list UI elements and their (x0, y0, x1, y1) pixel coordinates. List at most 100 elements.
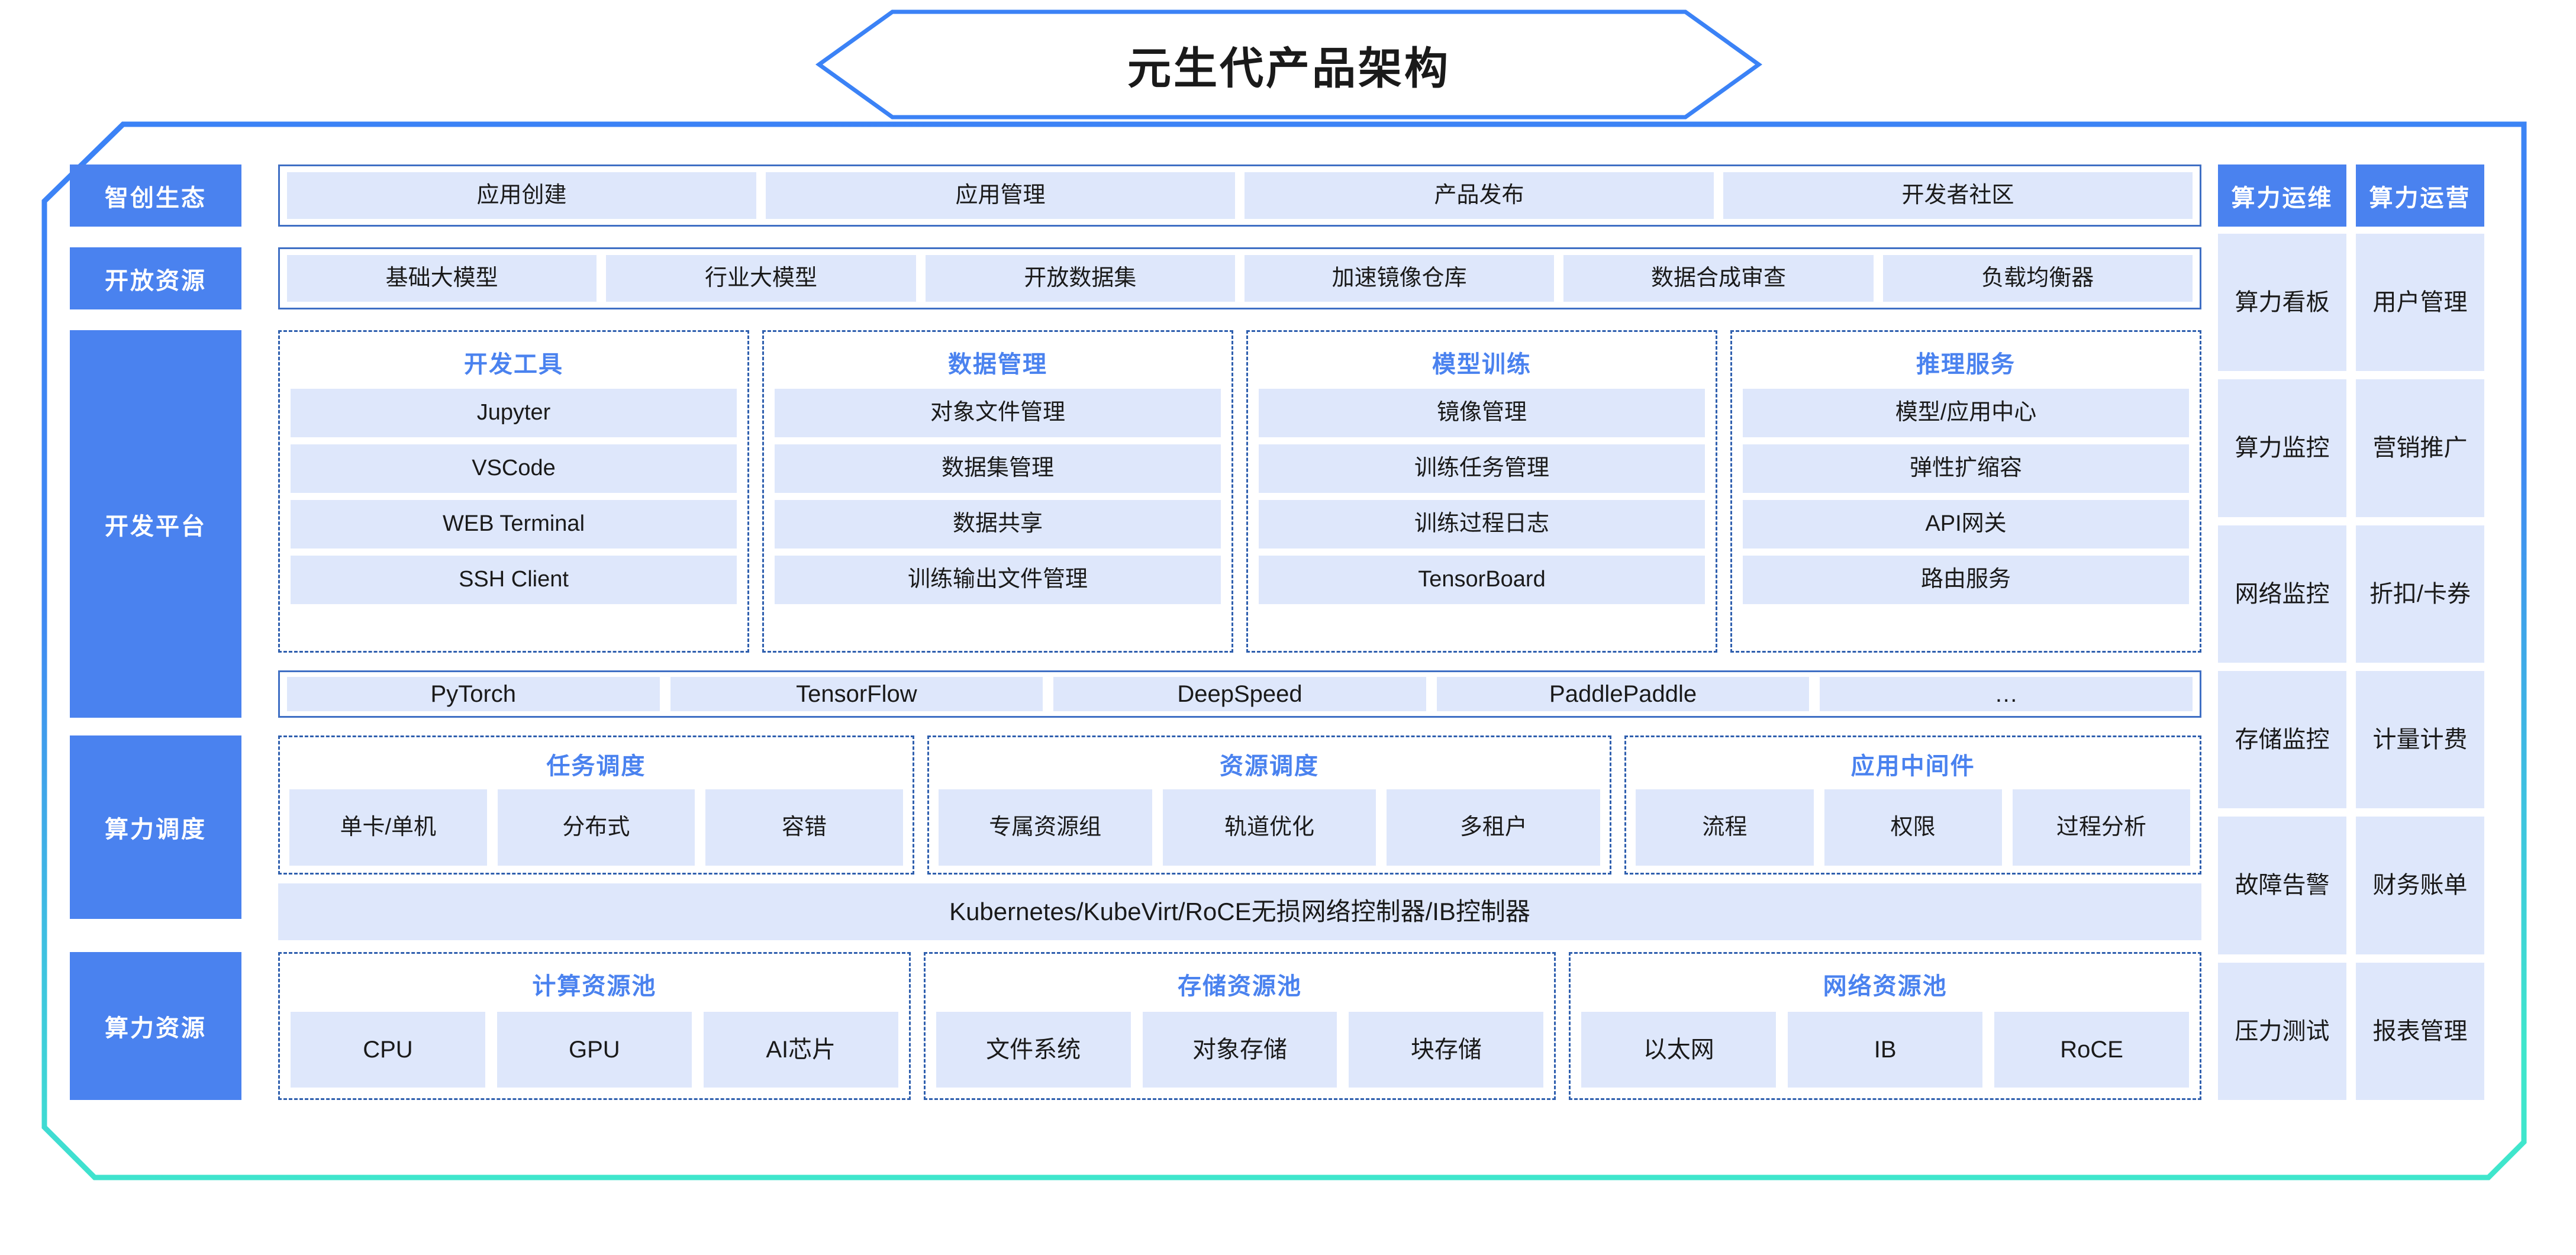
sched-group-task: 任务调度 单卡/单机 分布式 容错 (278, 735, 914, 875)
dev-data-item-1[interactable]: 数据集管理 (775, 444, 1221, 493)
res-storage-item-0[interactable]: 文件系统 (936, 1012, 1131, 1088)
sidebar-ops-item-1[interactable]: 算力监控 (2218, 379, 2346, 517)
eco-item-2[interactable]: 产品发布 (1245, 172, 1714, 219)
sidebar-ops-item-5[interactable]: 压力测试 (2218, 962, 2346, 1100)
sidebar-ops-item-4[interactable]: 故障告警 (2218, 817, 2346, 954)
res-network-item-0[interactable]: 以太网 (1581, 1012, 1777, 1088)
platform-bar-wrap: Kubernetes/KubeVirt/RoCE无损网络控制器/IB控制器 (278, 883, 2201, 940)
framework-item-1[interactable]: TensorFlow (670, 677, 1043, 711)
res-compute-item-2[interactable]: AI芯片 (703, 1012, 898, 1088)
sidebar-operations-item-5[interactable]: 报表管理 (2356, 962, 2484, 1100)
eco-item-0[interactable]: 应用创建 (287, 172, 756, 219)
dev-training-item-2[interactable]: 训练过程日志 (1259, 500, 1705, 549)
dev-group-tools-title: 开发工具 (464, 351, 563, 378)
res-group-network-title: 网络资源池 (1823, 973, 1948, 999)
dev-data-item-2[interactable]: 数据共享 (775, 500, 1221, 549)
open-item-0[interactable]: 基础大模型 (287, 255, 597, 302)
res-storage-item-1[interactable]: 对象存储 (1142, 1012, 1337, 1088)
sched-middleware-item-2[interactable]: 过程分析 (2012, 789, 2191, 866)
sched-group-resource-title: 资源调度 (1220, 753, 1320, 779)
dev-tools-item-1[interactable]: VSCode (291, 444, 737, 493)
row-label-scheduling: 算力调度 (70, 735, 241, 919)
res-group-storage: 存储资源池 文件系统 对象存储 块存储 (923, 952, 1556, 1100)
platform-bar[interactable]: Kubernetes/KubeVirt/RoCE无损网络控制器/IB控制器 (278, 883, 2201, 940)
dev-tools-item-2[interactable]: WEB Terminal (291, 500, 737, 549)
open-item-1[interactable]: 行业大模型 (606, 255, 916, 302)
sidebar-operations-item-0[interactable]: 用户管理 (2356, 234, 2484, 372)
dev-data-item-0[interactable]: 对象文件管理 (775, 389, 1221, 437)
dev-training-item-3[interactable]: TensorBoard (1259, 556, 1705, 604)
sched-task-item-0[interactable]: 单卡/单机 (289, 789, 487, 866)
row-open-resource: 基础大模型 行业大模型 开放数据集 加速镜像仓库 数据合成审查 负载均衡器 (278, 247, 2201, 309)
title-banner: 元生代产品架构 (815, 8, 1762, 121)
scheduling-groups: 任务调度 单卡/单机 分布式 容错 资源调度 专属资源组 轨道优化 多租户 应用… (278, 735, 2201, 875)
frameworks-row: PyTorch TensorFlow DeepSpeed PaddlePaddl… (278, 670, 2201, 718)
sidebar-operations-item-1[interactable]: 营销推广 (2356, 379, 2484, 517)
sched-task-item-2[interactable]: 容错 (705, 789, 903, 866)
sched-resource-item-1[interactable]: 轨道优化 (1162, 789, 1376, 866)
sched-group-middleware: 应用中间件 流程 权限 过程分析 (1624, 735, 2201, 875)
dev-tools-item-0[interactable]: Jupyter (291, 389, 737, 437)
row-label-ecosystem: 智创生态 (70, 164, 241, 227)
dev-training-item-1[interactable]: 训练任务管理 (1259, 444, 1705, 493)
eco-item-1[interactable]: 应用管理 (766, 172, 1235, 219)
dev-group-training-title: 模型训练 (1432, 351, 1532, 378)
dev-platform-groups: 开发工具 Jupyter VSCode WEB Terminal SSH Cli… (278, 330, 2201, 653)
res-network-item-1[interactable]: IB (1788, 1012, 1983, 1088)
sidebar-head-ops: 算力运维 (2218, 164, 2346, 227)
res-compute-item-1[interactable]: GPU (496, 1012, 692, 1088)
framework-item-2[interactable]: DeepSpeed (1053, 677, 1426, 711)
res-storage-item-2[interactable]: 块存储 (1349, 1012, 1544, 1088)
sidebar-column-ops: 算力运维 算力看板 算力监控 网络监控 存储监控 故障告警 压力测试 (2218, 164, 2346, 1100)
dev-inference-item-3[interactable]: 路由服务 (1743, 556, 2189, 604)
open-item-2[interactable]: 开放数据集 (925, 255, 1235, 302)
sidebar-operations-item-3[interactable]: 计量计费 (2356, 670, 2484, 809)
sched-task-item-1[interactable]: 分布式 (497, 789, 695, 866)
res-group-storage-title: 存储资源池 (1178, 973, 1302, 999)
sched-middleware-item-1[interactable]: 权限 (1824, 789, 2002, 866)
res-group-network: 网络资源池 以太网 IB RoCE (1569, 952, 2202, 1100)
dev-group-inference: 推理服务 模型/应用中心 弹性扩缩容 API网关 路由服务 (1730, 330, 2201, 653)
open-item-4[interactable]: 数据合成审查 (1563, 255, 1874, 302)
page-title: 元生代产品架构 (1127, 43, 1450, 93)
sched-middleware-item-0[interactable]: 流程 (1636, 789, 1814, 866)
compute-resource-groups: 计算资源池 CPU GPU AI芯片 存储资源池 文件系统 对象存储 块存储 网… (278, 952, 2202, 1100)
row-label-dev-platform: 开发平台 (70, 330, 241, 718)
sidebar-head-operations: 算力运营 (2356, 164, 2484, 227)
dev-training-item-0[interactable]: 镜像管理 (1259, 389, 1705, 437)
row-label-open-resource: 开放资源 (70, 247, 241, 309)
sched-resource-item-2[interactable]: 多租户 (1387, 789, 1601, 866)
right-sidebar: 算力运维 算力看板 算力监控 网络监控 存储监控 故障告警 压力测试 算力运营 … (2218, 164, 2484, 1100)
dev-group-training: 模型训练 镜像管理 训练任务管理 训练过程日志 TensorBoard (1246, 330, 1717, 653)
res-compute-item-0[interactable]: CPU (291, 1012, 485, 1088)
framework-item-4[interactable]: … (1820, 677, 2193, 711)
eco-item-3[interactable]: 开发者社区 (1723, 172, 2193, 219)
res-group-compute-title: 计算资源池 (532, 973, 657, 999)
dev-data-item-3[interactable]: 训练输出文件管理 (775, 556, 1221, 604)
framework-item-0[interactable]: PyTorch (287, 677, 660, 711)
row-label-compute-resource: 算力资源 (70, 952, 241, 1100)
dev-group-data: 数据管理 对象文件管理 数据集管理 数据共享 训练输出文件管理 (762, 330, 1233, 653)
dev-group-inference-title: 推理服务 (1916, 351, 2016, 378)
dev-group-tools: 开发工具 Jupyter VSCode WEB Terminal SSH Cli… (278, 330, 749, 653)
dev-inference-item-1[interactable]: 弹性扩缩容 (1743, 444, 2189, 493)
sidebar-operations-item-4[interactable]: 财务账单 (2356, 817, 2484, 954)
framework-item-3[interactable]: PaddlePaddle (1436, 677, 1810, 711)
open-item-3[interactable]: 加速镜像仓库 (1244, 255, 1555, 302)
sidebar-ops-item-0[interactable]: 算力看板 (2218, 234, 2346, 372)
dev-inference-item-0[interactable]: 模型/应用中心 (1743, 389, 2189, 437)
dev-group-data-title: 数据管理 (948, 351, 1047, 378)
sidebar-operations-item-2[interactable]: 折扣/卡券 (2356, 525, 2484, 663)
res-group-compute: 计算资源池 CPU GPU AI芯片 (278, 952, 911, 1100)
sched-group-middleware-title: 应用中间件 (1850, 753, 1975, 779)
res-network-item-2[interactable]: RoCE (1994, 1012, 2190, 1088)
sched-group-resource: 资源调度 专属资源组 轨道优化 多租户 (927, 735, 1612, 875)
sidebar-ops-item-2[interactable]: 网络监控 (2218, 525, 2346, 663)
dev-tools-item-3[interactable]: SSH Client (291, 556, 737, 604)
open-item-5[interactable]: 负载均衡器 (1882, 255, 2193, 302)
sidebar-column-operations: 算力运营 用户管理 营销推广 折扣/卡券 计量计费 财务账单 报表管理 (2356, 164, 2484, 1100)
sidebar-ops-item-3[interactable]: 存储监控 (2218, 670, 2346, 809)
dev-inference-item-2[interactable]: API网关 (1743, 500, 2189, 549)
sched-resource-item-0[interactable]: 专属资源组 (938, 789, 1152, 866)
row-ecosystem: 应用创建 应用管理 产品发布 开发者社区 (278, 164, 2201, 227)
